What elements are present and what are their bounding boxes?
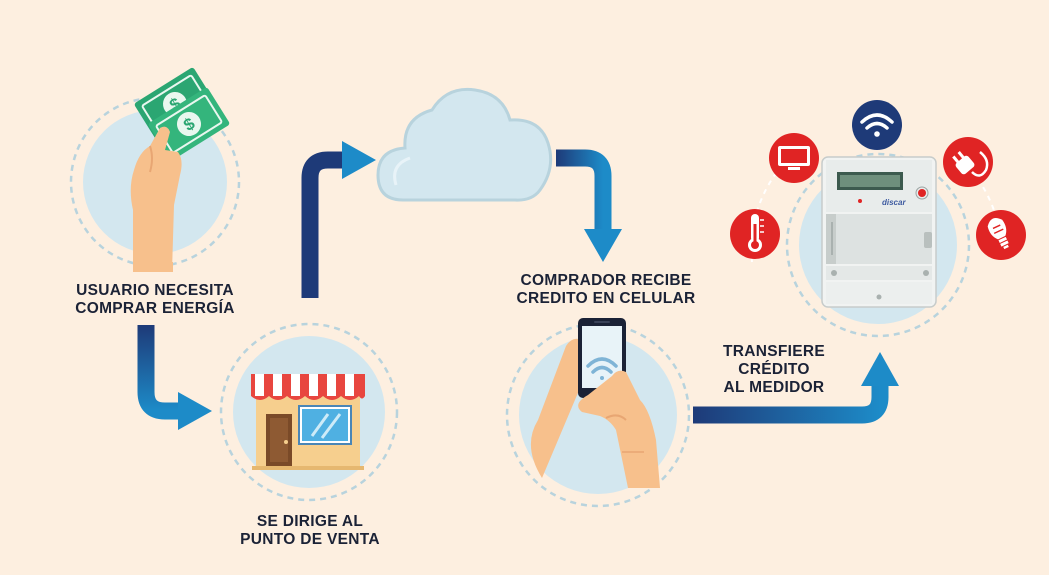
tv-icon <box>769 133 819 183</box>
step-4-label-line-2: CRÉDITO <box>700 361 848 379</box>
wifi-signal-icon <box>852 100 902 150</box>
step-meter-illustration: discar <box>730 100 1026 336</box>
step-4-label-line-3: AL MEDIDOR <box>700 379 848 397</box>
step-2-label: SE DIRIGE AL PUNTO DE VENTA <box>215 513 405 549</box>
step-1-label-line-1: USUARIO NECESITA <box>62 282 248 300</box>
plug-icon <box>943 137 993 187</box>
meter-icon: discar <box>822 157 936 307</box>
step-3-label-line-1: COMPRADOR RECIBE <box>508 272 704 290</box>
step-phone-illustration <box>507 318 689 506</box>
step-1-label: USUARIO NECESITA COMPRAR ENERGÍA <box>62 282 248 318</box>
step-user-illustration: $ $ <box>71 67 239 272</box>
step-4-label-line-1: TRANSFIERE <box>700 343 848 361</box>
arrow-cloud-to-phone <box>556 158 622 262</box>
step-4-label: TRANSFIERE CRÉDITO AL MEDIDOR <box>700 343 848 397</box>
store-icon <box>251 374 365 470</box>
step-2-label-line-2: PUNTO DE VENTA <box>215 531 405 549</box>
cloud-icon <box>378 89 551 200</box>
step-3-label-line-2: CREDITO EN CELULAR <box>508 290 704 308</box>
arrow-user-to-store <box>146 325 212 430</box>
step-3-label: COMPRADOR RECIBE CREDITO EN CELULAR <box>508 272 704 308</box>
arrow-store-to-cloud <box>310 141 376 298</box>
step-1-label-line-2: COMPRAR ENERGÍA <box>62 300 248 318</box>
meter-brand-text: discar <box>882 198 906 207</box>
step-2-label-line-1: SE DIRIGE AL <box>215 513 405 531</box>
step-store-illustration <box>221 324 397 500</box>
bulb-icon <box>976 210 1026 260</box>
thermometer-icon <box>730 209 780 259</box>
